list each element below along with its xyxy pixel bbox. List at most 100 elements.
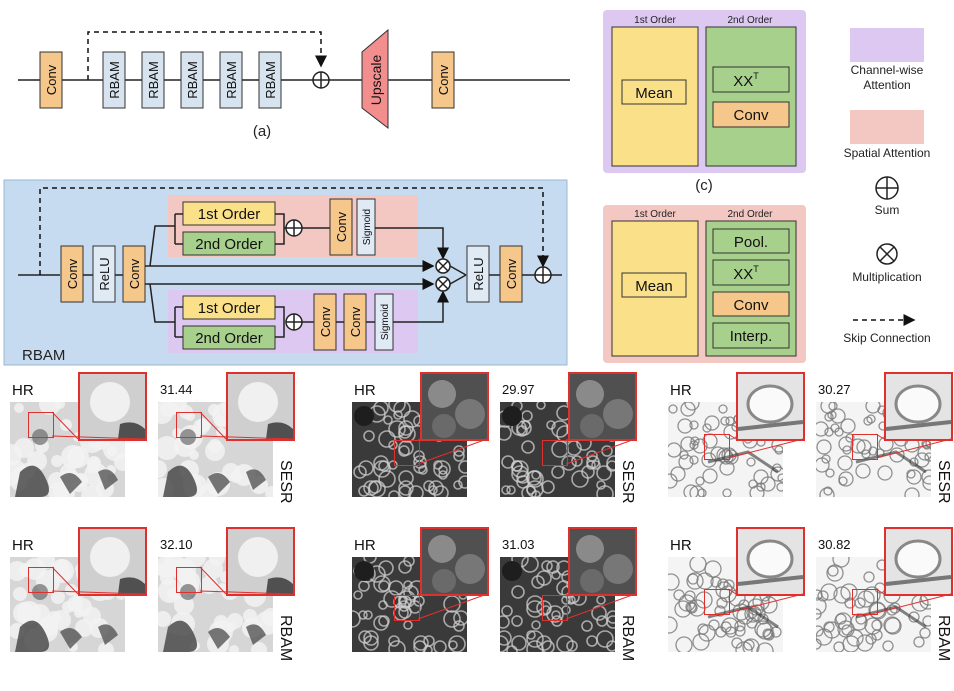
sigmoid-spatial <box>356 198 376 256</box>
conv-block-a2 <box>431 51 455 109</box>
sesr-label: SESR <box>935 460 952 504</box>
ca-mean-label: Mean <box>635 85 673 102</box>
psnr-score: 31.44 <box>160 382 193 397</box>
hr-label: HR <box>12 537 34 554</box>
sa-col2-title: 2nd Order <box>727 209 773 220</box>
relu-b2 <box>466 245 490 303</box>
zoom-inset <box>420 527 489 596</box>
ca-xxt-label: XXT <box>733 71 759 90</box>
zoom-inset <box>568 527 637 596</box>
psnr-score: 30.82 <box>818 537 851 552</box>
rbam-label: RBAM <box>935 615 952 662</box>
roi-box <box>176 567 202 593</box>
legend-skip-label: Skip Connection <box>843 331 930 345</box>
zoom-inset <box>884 527 953 596</box>
rbam-label-2: RBAM <box>146 61 161 99</box>
rbam-label-4: RBAM <box>224 61 239 99</box>
legend-mult-icon <box>876 243 898 265</box>
rbam-block-5 <box>258 51 282 109</box>
sesr-label: SESR <box>619 460 636 504</box>
hr-panel: HR <box>668 372 805 497</box>
legend-spatial-label: Spatial Attention <box>844 146 931 160</box>
rbam-label: RBAM <box>277 615 294 662</box>
conv-b3 <box>499 245 523 303</box>
sum-node-channel <box>285 313 303 331</box>
zoom-inset <box>226 372 295 441</box>
roi-box <box>28 567 54 593</box>
rbam-label-5: RBAM <box>263 61 278 99</box>
hr-panel: HR <box>352 527 489 652</box>
hr-panel: HR <box>10 527 147 652</box>
roi-box <box>542 440 568 466</box>
first-order-spatial-label: 1st Order <box>198 206 261 223</box>
roi-box <box>852 589 878 615</box>
zoom-inset <box>736 527 805 596</box>
zoom-inset <box>420 372 489 441</box>
zoom-inset <box>78 527 147 596</box>
rbam-label: RBAM <box>619 615 636 662</box>
sa-interp-label: Interp. <box>730 328 773 345</box>
hr-panel: HR <box>352 372 489 497</box>
channel-attention-module: 1st Order 2nd Order Mean XXT Conv <box>603 10 806 173</box>
legend-sum-icon <box>875 176 899 200</box>
rbam-blocks-a: RBAM RBAM RBAM RBAM RBAM <box>102 51 282 109</box>
architecture-diagram: Conv RBAM RBAM RBAM RBAM RBAM Upscale Co… <box>3 10 931 366</box>
sa-pool <box>712 228 790 254</box>
relu-b2-label: ReLU <box>471 257 486 290</box>
zoom-inset <box>78 372 147 441</box>
roi-box <box>852 434 878 460</box>
conv-spatial <box>329 198 353 256</box>
rbam-block-3 <box>180 51 204 109</box>
rbam-title: RBAM <box>22 347 65 364</box>
conv-b2-label: Conv <box>127 258 142 289</box>
conv-block-a1 <box>39 51 63 109</box>
second-order-spatial-label: 2nd Order <box>195 236 263 253</box>
mult-node-2 <box>435 276 451 292</box>
sa-xxt <box>712 259 790 286</box>
hr-label: HR <box>354 537 376 554</box>
sa-interp <box>712 322 790 349</box>
ca-conv <box>712 101 790 128</box>
hr-panel: HR <box>10 372 147 497</box>
sigmoid-spatial-label: Sigmoid <box>362 209 373 245</box>
sa-pool-label: Pool. <box>734 234 768 251</box>
hr-label: HR <box>354 382 376 399</box>
spatial-attention-module: 1st Order 2nd Order Mean Pool. XXT Conv … <box>603 205 806 363</box>
legend-channel-swatch <box>850 28 924 62</box>
pipeline-a: Conv RBAM RBAM RBAM RBAM RBAM Upscale Co… <box>18 28 570 140</box>
legend-spatial-swatch <box>850 110 924 144</box>
conv-channel-2-label: Conv <box>348 306 363 337</box>
psnr-score: 30.27 <box>818 382 851 397</box>
roi-box <box>176 412 202 438</box>
conv-label-a2: Conv <box>436 64 451 95</box>
first-order-channel-label: 1st Order <box>198 300 261 317</box>
sesr-label: SESR <box>277 460 294 504</box>
hr-label: HR <box>670 382 692 399</box>
sa-col1-title: 1st Order <box>634 209 676 220</box>
caption-a: (a) <box>253 123 271 140</box>
ca-xxt <box>712 66 790 93</box>
conv-label-a1: Conv <box>44 64 59 95</box>
conv-b1 <box>60 245 84 303</box>
sigmoid-channel-label: Sigmoid <box>380 304 391 340</box>
roi-box <box>394 595 420 621</box>
legend-mult-label: Multiplication <box>852 270 921 284</box>
hr-label: HR <box>670 537 692 554</box>
rbam-detail: RBAM Conv ReLU Conv 1st Order 2nd Order <box>3 179 568 366</box>
zoom-inset <box>568 372 637 441</box>
conv-b1-label: Conv <box>65 258 80 289</box>
ca-col2-title: 2nd Order <box>727 15 773 26</box>
zoom-inset <box>226 527 295 596</box>
hr-label: HR <box>12 382 34 399</box>
upscale-block <box>361 28 389 130</box>
sa-xxt-label: XXT <box>733 264 759 283</box>
roi-box <box>394 440 420 466</box>
rbam-label-3: RBAM <box>185 61 200 99</box>
